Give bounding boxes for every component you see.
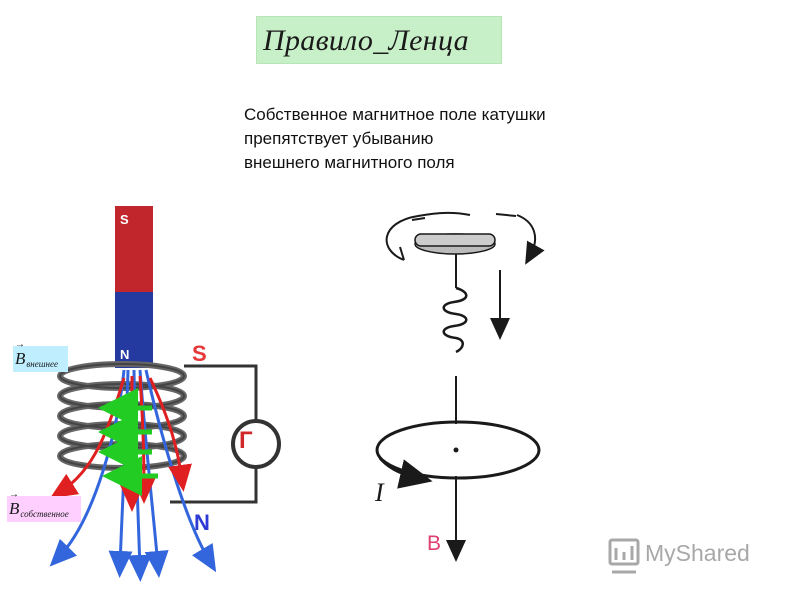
coil-south-pole-label: S (192, 341, 207, 366)
watermark-text: MyShared (645, 539, 750, 566)
magnet-south-label: S (120, 212, 129, 227)
current-label: I (375, 478, 384, 507)
watermark-icon-spacer (607, 536, 641, 570)
galvanometer (231, 419, 281, 469)
own-field-symbol: B (9, 489, 19, 519)
external-field-symbol: B (15, 339, 25, 369)
own-field-label: B собственное (7, 489, 81, 522)
description-line-2: препятствует убыванию (244, 129, 434, 148)
circuit-wire (170, 364, 258, 504)
magnet-north-label: N (120, 347, 130, 362)
description-line-3: внешнего магнитного поля (244, 153, 455, 172)
description-text: Собственное магнитное поле катушки препя… (244, 103, 664, 175)
bar-magnet (115, 206, 153, 368)
magnet-south-half (115, 206, 153, 292)
galvanometer-label: Г (239, 427, 253, 454)
gimlet-figure (385, 211, 545, 354)
coil-north-pole-label: N (194, 510, 210, 535)
external-field-label: B внешнее (13, 339, 68, 372)
external-field-subscript: внешнее (26, 359, 59, 369)
own-field-arrows (98, 388, 158, 496)
title-text: Правило_Ленца (263, 24, 469, 57)
magnet-north-half (115, 292, 153, 368)
own-field-subscript: собственное (20, 509, 69, 519)
field-b-label: B (427, 532, 442, 555)
description-line-1: Собственное магнитное поле катушки (244, 105, 546, 124)
title-banner: Правило_Ленца (256, 16, 502, 64)
myshared-logo-icon (608, 538, 640, 574)
current-loop-figure (375, 376, 541, 562)
watermark: MyShared (607, 536, 750, 570)
